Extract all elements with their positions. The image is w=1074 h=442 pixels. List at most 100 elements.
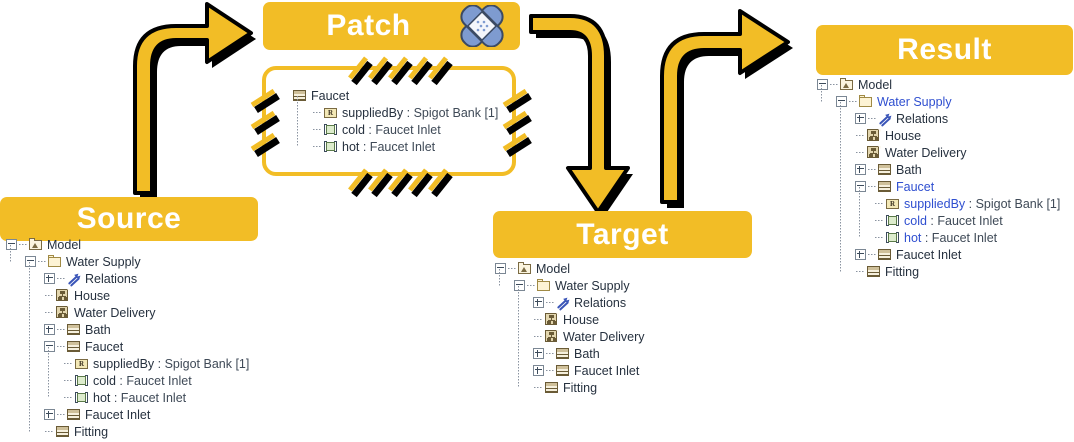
tree-item-label: Faucet Inlet — [574, 363, 640, 378]
tree-indent — [293, 121, 312, 138]
tree-guide-line — [518, 286, 519, 388]
tree-item-label: Relations — [574, 295, 627, 310]
tree-collapse-button[interactable] — [514, 280, 525, 291]
tree-item[interactable]: Model — [495, 260, 645, 277]
block-icon — [867, 265, 881, 278]
source-banner: Source — [0, 197, 258, 241]
tree-item[interactable]: Water Delivery — [817, 144, 1060, 161]
tree-item[interactable]: Relations — [6, 270, 249, 287]
tree-item-label: Water Delivery — [563, 329, 645, 344]
tree-collapse-button[interactable] — [817, 79, 828, 90]
tree-item-label: Fitting — [74, 424, 109, 439]
tree-item[interactable]: House — [817, 127, 1060, 144]
block-icon — [878, 163, 892, 176]
tree-item[interactable]: Faucet Inlet — [6, 406, 249, 423]
tree-item-type: : Spigot Bank [1] — [965, 196, 1061, 211]
reference-property-icon: R — [324, 106, 338, 119]
model-icon — [29, 238, 43, 251]
tree-item-label: Fitting — [563, 380, 598, 395]
tree-expand-button[interactable] — [44, 273, 55, 284]
tree-branch-line — [855, 267, 866, 276]
tree-item[interactable]: cold : Faucet Inlet — [6, 372, 249, 389]
block-icon — [67, 323, 81, 336]
tree-item[interactable]: Water Supply — [817, 93, 1060, 110]
tree-indent — [293, 138, 312, 155]
tree-item[interactable]: Model — [817, 76, 1060, 93]
tree-expand-button[interactable] — [855, 113, 866, 124]
tree-item-label: Water Supply — [66, 254, 141, 269]
tree-expand-button[interactable] — [855, 249, 866, 260]
tree-item-type: : Faucet Inlet — [115, 373, 192, 388]
tree-expand-button[interactable] — [533, 297, 544, 308]
tree-item-type: : Faucet Inlet — [364, 122, 441, 137]
tree-item[interactable]: Faucet — [293, 87, 498, 104]
tree-guide-line — [840, 102, 841, 272]
tree-item[interactable]: Water Supply — [495, 277, 645, 294]
arrow-target-to-result — [660, 9, 793, 208]
tree-item[interactable]: cold : Faucet Inlet — [293, 121, 498, 138]
tree-indent — [6, 389, 63, 406]
tree-item[interactable]: Faucet Inlet — [817, 246, 1060, 263]
tree-collapse-button[interactable] — [25, 256, 36, 267]
tree-expand-button[interactable] — [44, 409, 55, 420]
bandaid-icon — [460, 5, 504, 47]
tree-item[interactable]: Fitting — [6, 423, 249, 440]
tree-item[interactable]: Water Delivery — [495, 328, 645, 345]
tree-expand-button[interactable] — [44, 324, 55, 335]
tree-item[interactable]: Relations — [817, 110, 1060, 127]
tree-item[interactable]: Bath — [495, 345, 645, 362]
tree-collapse-button[interactable] — [44, 341, 55, 352]
tree-guide-line — [10, 245, 11, 262]
tree-item[interactable]: cold : Faucet Inlet — [817, 212, 1060, 229]
tree-item[interactable]: Faucet Inlet — [495, 362, 645, 379]
tree-item[interactable]: House — [6, 287, 249, 304]
tree-item[interactable]: hot : Faucet Inlet — [817, 229, 1060, 246]
tree-item[interactable]: Bath — [817, 161, 1060, 178]
tree-item[interactable]: Faucet — [6, 338, 249, 355]
tree-guide-line — [499, 269, 500, 286]
tree-collapse-button[interactable] — [855, 181, 866, 192]
tree-item[interactable]: Water Supply — [6, 253, 249, 270]
tree-item-label: suppliedBy : Spigot Bank [1] — [342, 105, 499, 120]
tree-item[interactable]: House — [495, 311, 645, 328]
tree-expand-button[interactable] — [533, 365, 544, 376]
tree-item-label: Fitting — [885, 264, 920, 279]
tree-expand-button[interactable] — [855, 164, 866, 175]
tree-branch-line — [874, 216, 885, 225]
tree-item[interactable]: Fitting — [817, 263, 1060, 280]
relations-icon — [556, 296, 571, 311]
tree-item[interactable]: Fitting — [495, 379, 645, 396]
folder-icon — [859, 95, 873, 108]
block-icon — [67, 408, 81, 421]
source-banner-label: Source — [76, 202, 182, 235]
tree-collapse-button[interactable] — [495, 263, 506, 274]
tree-branch-line — [44, 291, 55, 300]
tree-branch-line — [546, 353, 554, 354]
tree-item[interactable]: hot : Faucet Inlet — [6, 389, 249, 406]
package-icon — [56, 289, 70, 302]
tree-collapse-button[interactable] — [6, 239, 17, 250]
tree-item[interactable]: Bath — [6, 321, 249, 338]
tree-item[interactable]: Relations — [495, 294, 645, 311]
model-icon — [518, 262, 532, 275]
block-icon — [556, 347, 570, 360]
port-icon — [324, 140, 338, 153]
tree-expand-button[interactable] — [533, 348, 544, 359]
tree-collapse-button[interactable] — [836, 96, 847, 107]
tree-item-type: : Faucet Inlet — [921, 230, 998, 245]
result-banner: Result — [816, 25, 1073, 75]
tree-item[interactable]: Faucet — [817, 178, 1060, 195]
patch-banner: Patch — [263, 2, 520, 50]
tree-indent — [817, 110, 855, 127]
tree-item[interactable]: Water Delivery — [6, 304, 249, 321]
tree-item[interactable]: Model — [6, 236, 249, 253]
tree-indent — [495, 379, 533, 396]
tree-item[interactable]: hot : Faucet Inlet — [293, 138, 498, 155]
